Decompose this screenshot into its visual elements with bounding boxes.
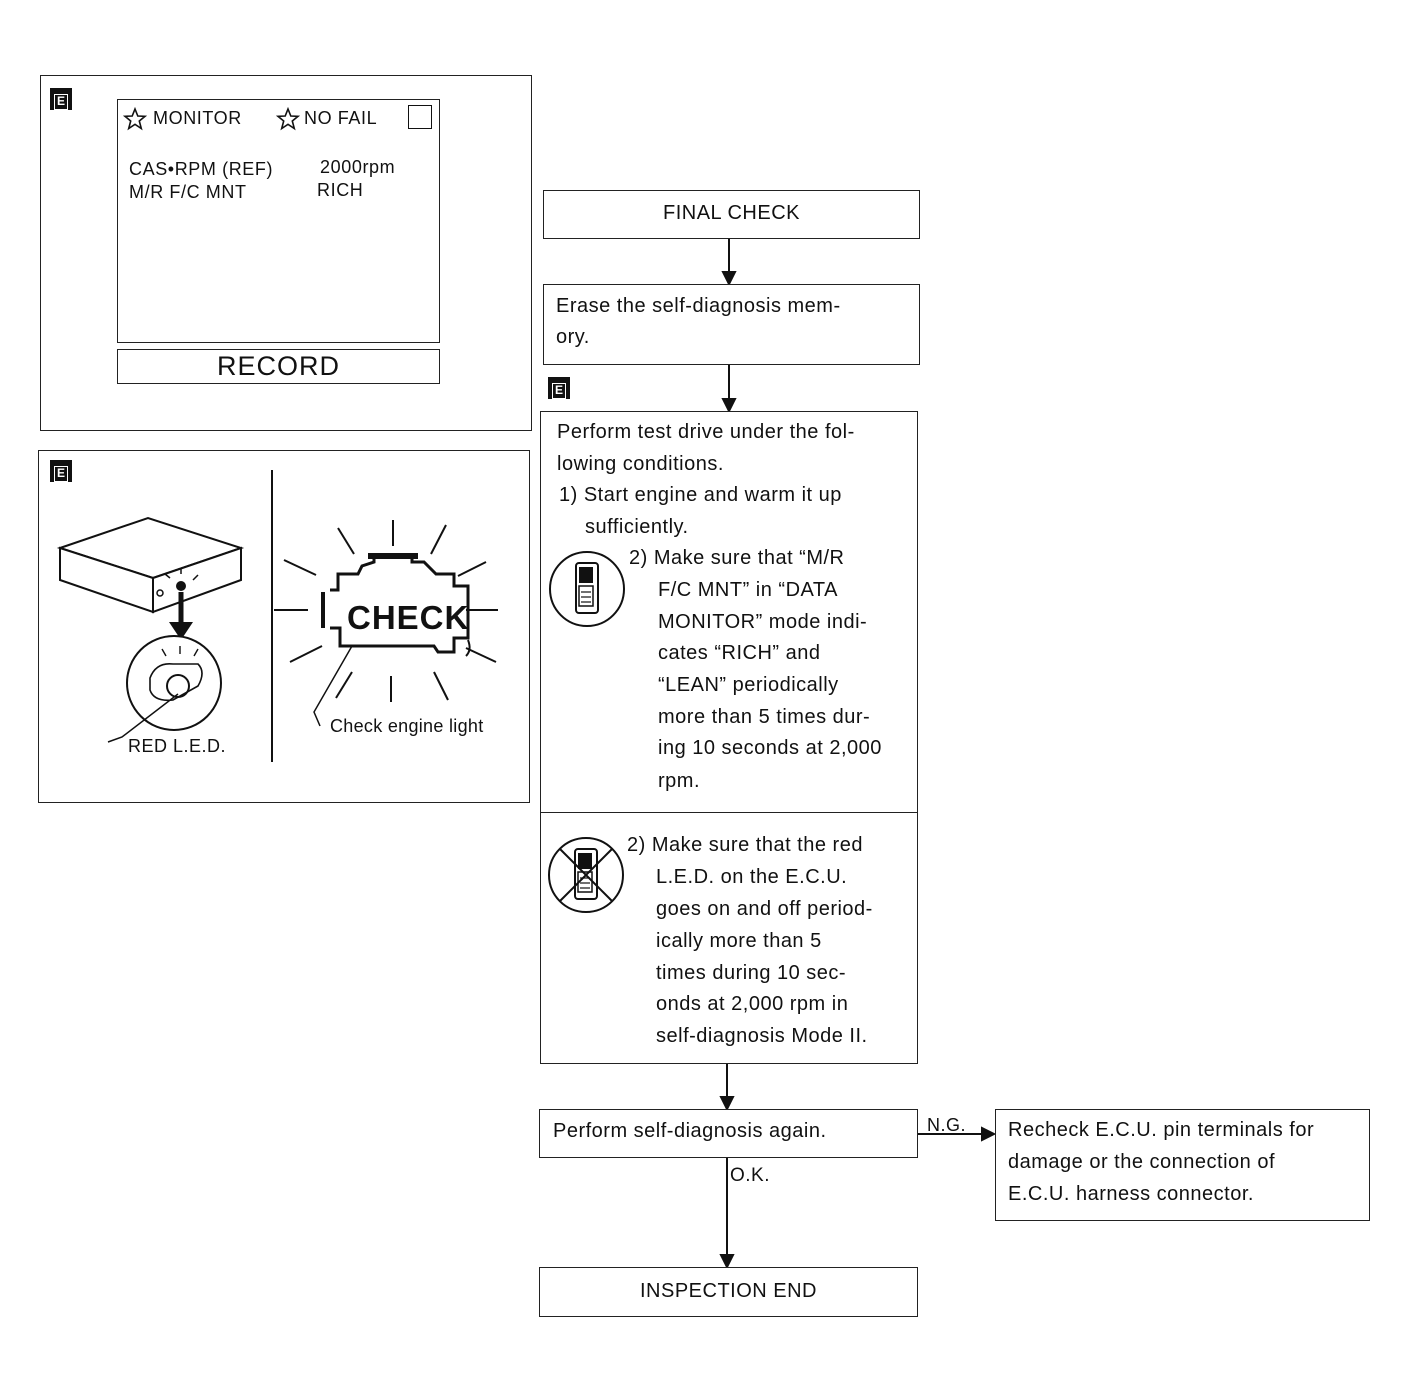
step2-no-consult-line: times during 10 sec- [656, 962, 847, 984]
step2-no-consult-line: self-diagnosis Mode II. [656, 1025, 868, 1047]
step2-consult-line: “LEAN” periodically [658, 674, 839, 696]
ecu-illustration [56, 470, 498, 762]
step2-consult-line: more than 5 times dur- [658, 706, 871, 728]
monitor-screen [117, 99, 440, 343]
erase-line: Erase the self-diagnosis mem- [556, 295, 841, 317]
step2-no-consult-line: goes on and off period- [656, 898, 873, 920]
monitor-row-label: M/R F/C MNT [129, 182, 247, 202]
step2-consult-line: cates “RICH” and [658, 642, 821, 664]
final-check-label: FINAL CHECK [662, 202, 800, 224]
step2-consult-line: rpm. [658, 770, 700, 792]
led-label: RED L.E.D. [128, 736, 227, 756]
step1-line: 1) Start engine and warm it up [559, 484, 842, 506]
step2-no-consult-line: ically more than 5 [656, 930, 822, 952]
recheck-line: Recheck E.C.U. pin terminals for [1008, 1119, 1315, 1141]
inspection-end-box: INSPECTION END [539, 1267, 918, 1317]
no-consult-tester-icon [548, 837, 624, 913]
recheck-line: E.C.U. harness connector. [1008, 1183, 1254, 1205]
self-diagnosis-box: Perform self-diagnosis again. [539, 1109, 918, 1158]
inspection-end-label: INSPECTION END [639, 1280, 818, 1302]
monitor-header-left: MONITOR [153, 108, 242, 128]
e-badge-flow: E [548, 377, 570, 399]
consult-tester-icon [549, 551, 625, 627]
final-check-box: FINAL CHECK [543, 190, 920, 239]
step2-consult-line: ing 10 seconds at 2,000 [658, 737, 882, 759]
check-engine-text: CHECK [347, 599, 470, 636]
step1-line: sufficiently. [585, 516, 689, 538]
engine-light-label: Check engine light [330, 716, 484, 736]
recheck-line: damage or the connection of [1008, 1151, 1276, 1173]
monitor-row-value: 2000rpm [320, 157, 396, 177]
test-intro-line: Perform test drive under the fol- [557, 421, 855, 443]
erase-line: ory. [556, 326, 590, 348]
recheck-box: Recheck E.C.U. pin terminals for damage … [995, 1109, 1370, 1221]
step2-no-consult-line: onds at 2,000 rpm in [656, 993, 849, 1015]
record-label: RECORD [216, 351, 340, 381]
test-intro-line: lowing conditions. [557, 453, 724, 475]
record-button[interactable]: RECORD [117, 349, 440, 384]
step2-consult-line: 2) Make sure that “M/R [629, 547, 845, 569]
step2-consult-line: MONITOR” mode indi- [658, 611, 868, 633]
erase-memory-box: Erase the self-diagnosis mem- ory. [543, 284, 920, 365]
e-badge-monitor: E [50, 88, 72, 110]
star-icon [276, 107, 300, 131]
ng-label: N.G. [927, 1115, 967, 1135]
monitor-row-value: RICH [317, 180, 364, 200]
self-diagnosis-label: Perform self-diagnosis again. [553, 1120, 827, 1142]
section-divider [540, 812, 918, 813]
illustration-panel [38, 450, 530, 803]
step2-consult-line: F/C MNT” in “DATA [658, 579, 838, 601]
monitor-header-right: NO FAIL [304, 108, 378, 128]
step2-no-consult-line: 2) Make sure that the red [627, 834, 863, 856]
test-drive-box [540, 411, 918, 1064]
step2-no-consult-line: L.E.D. on the E.C.U. [656, 866, 848, 888]
ok-label: O.K. [730, 1165, 771, 1186]
monitor-checkbox[interactable] [408, 105, 432, 129]
monitor-row-label: CAS•RPM (REF) [129, 159, 274, 179]
star-icon [123, 107, 147, 131]
e-badge-illustration: E [50, 460, 72, 482]
